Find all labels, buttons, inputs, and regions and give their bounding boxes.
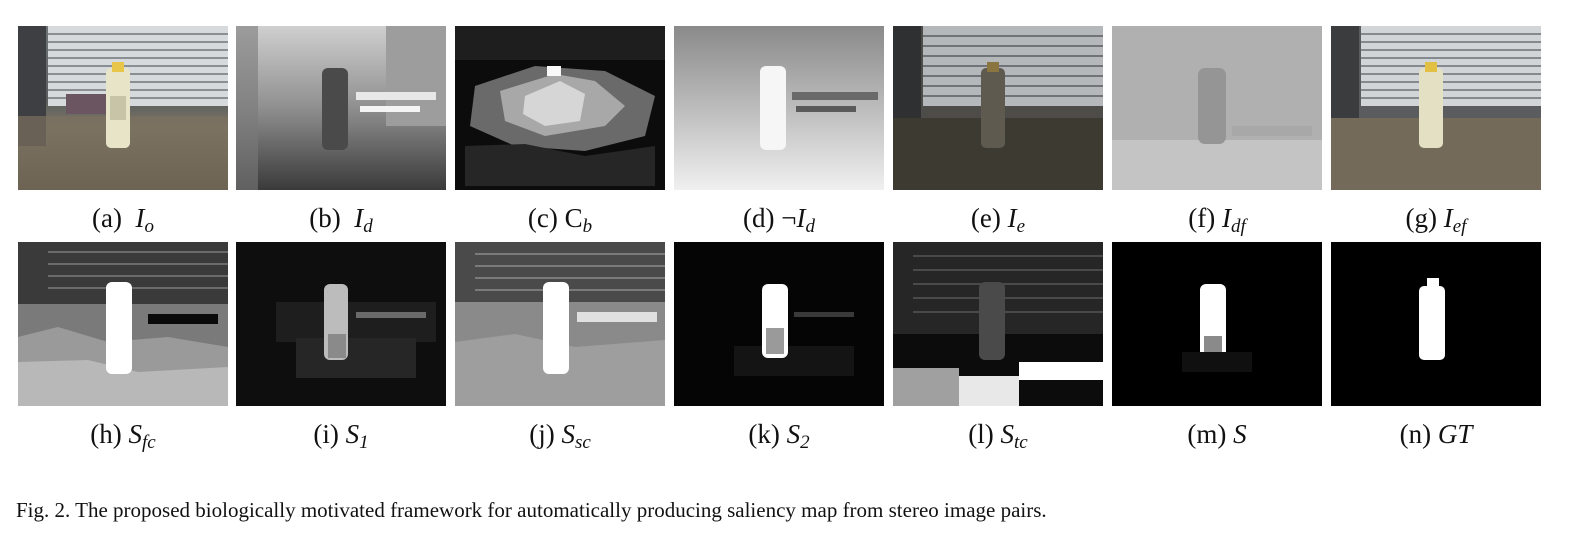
caption-c: (c) Cb: [527, 203, 593, 237]
caption-d: (d) ¬Id: [743, 203, 815, 237]
image-panel-h: [18, 242, 228, 406]
caption-l: (l) Stc: [968, 419, 1028, 453]
saliency-sc: [455, 242, 665, 406]
cue-map: [455, 26, 665, 190]
inverted-depth: [674, 26, 884, 190]
caption-m: (m) S: [1187, 419, 1247, 449]
caption-e: (e) Ie: [970, 203, 1026, 237]
saliency-1: [236, 242, 446, 406]
image-panel-j: [455, 242, 665, 406]
caption-k: (k) S2: [748, 419, 810, 453]
caption-n: (n) GT: [1399, 419, 1473, 449]
image-panel-b: [236, 26, 446, 190]
image-panel-n: [1331, 242, 1541, 406]
depth-map: [236, 26, 446, 190]
caption-b: (b) Id: [309, 203, 373, 237]
ground-truth: [1331, 242, 1541, 406]
image-panel-g: [1331, 26, 1541, 190]
caption-a: (a) Io: [92, 203, 154, 237]
image-panel-a: [18, 26, 228, 190]
enhanced-filtered-photo: [1331, 26, 1541, 190]
filtered-depth: [1112, 26, 1322, 190]
saliency-fc: [18, 242, 228, 406]
image-panel-f: [1112, 26, 1322, 190]
original-photo: [18, 26, 228, 190]
enhanced-photo: [893, 26, 1103, 190]
image-panel-d: [674, 26, 884, 190]
caption-g: (g) Ief: [1405, 203, 1467, 237]
caption-i: (i) S1: [313, 419, 369, 453]
image-panel-m: [1112, 242, 1322, 406]
final-saliency: [1112, 242, 1322, 406]
figure-caption: Fig. 2. The proposed biologically motiva…: [16, 498, 1047, 522]
saliency-tc: [893, 242, 1103, 406]
saliency-2: [674, 242, 884, 406]
image-panel-l: [893, 242, 1103, 406]
caption-j: (j) Ssc: [529, 419, 591, 453]
image-panel-e: [893, 26, 1103, 190]
caption-h: (h) Sfc: [90, 419, 156, 453]
image-panel-k: [674, 242, 884, 406]
caption-f: (f) Idf: [1188, 203, 1246, 237]
image-panel-c: [455, 26, 665, 190]
image-panel-i: [236, 242, 446, 406]
